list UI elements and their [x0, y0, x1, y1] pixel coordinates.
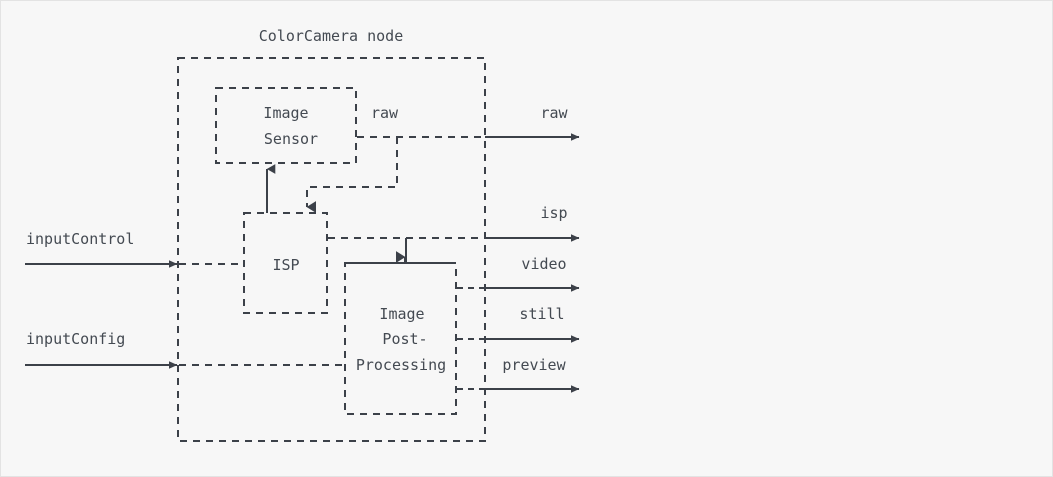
connector-isp-tap-to-ipp — [346, 238, 455, 264]
label-output-isp: isp — [540, 204, 568, 222]
connector-raw-tap-to-isp — [306, 137, 398, 213]
block-image-sensor — [215, 87, 357, 164]
outer-box-colorcamera-node — [177, 57, 486, 442]
block-isp-label: ISP — [272, 256, 300, 274]
diagram-title: ColorCamera node — [258, 27, 404, 45]
block-image-sensor-line2: Sensor — [263, 130, 319, 148]
label-output-still: still — [519, 305, 565, 323]
block-ipp-line3: Processing — [355, 356, 447, 374]
block-ipp-line1: Image — [379, 305, 425, 323]
block-image-sensor-line1: Image — [263, 104, 309, 122]
label-output-preview: preview — [502, 356, 566, 374]
label-raw-internal: raw — [371, 104, 399, 122]
label-input-config: inputConfig — [26, 330, 126, 348]
label-output-raw: raw — [540, 104, 568, 122]
block-isp — [243, 212, 328, 314]
label-output-video: video — [521, 255, 567, 273]
label-input-control: inputControl — [26, 230, 135, 248]
block-ipp-line2: Post- — [382, 330, 428, 348]
